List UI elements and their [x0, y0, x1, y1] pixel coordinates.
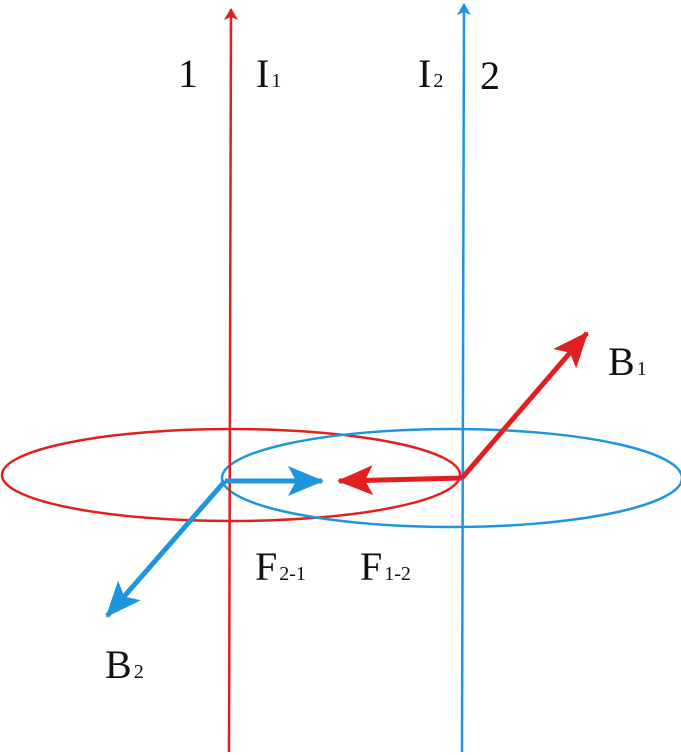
field-b1-main: B [608, 339, 635, 384]
field-b2-main: B [105, 642, 132, 687]
force-f21-main: F [255, 544, 277, 589]
current-i2-sub: 2 [433, 70, 443, 92]
current-i1-main: I [256, 51, 269, 96]
field-b1-sub: 1 [637, 358, 647, 380]
field-loop-wire2 [220, 427, 681, 529]
force-f12-arrow [337, 465, 463, 496]
field-b2-sub: 2 [134, 661, 144, 683]
force-f12-sub: 1-2 [384, 563, 411, 585]
wire-1 [223, 8, 238, 753]
field-b1-arrow [460, 331, 589, 480]
wire-1-number: 1 [178, 51, 198, 96]
wire-2 [456, 3, 471, 753]
field-b2-arrow [105, 479, 227, 618]
force-f12-main: F [360, 544, 382, 589]
wire-2-number: 2 [480, 53, 500, 98]
current-i1-sub: 1 [271, 70, 281, 92]
current-i2-main: I [418, 51, 431, 96]
force-f21-sub: 2-1 [279, 563, 306, 585]
